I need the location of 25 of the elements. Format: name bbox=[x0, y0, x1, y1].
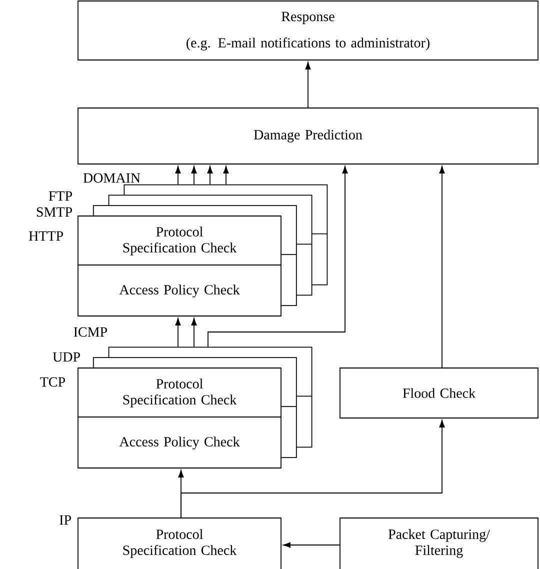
arrow bbox=[180, 420, 445, 518]
arrow bbox=[207, 166, 213, 185]
arrow bbox=[191, 318, 197, 348]
process-box: Flood Check bbox=[340, 368, 538, 418]
protocol-label: TCP bbox=[40, 377, 65, 387]
arrow bbox=[439, 166, 445, 368]
arrow bbox=[223, 166, 229, 185]
process-box: Response (e.g. E-mail notifications to administrator) bbox=[78, 0, 538, 60]
protocol-label: ICMP bbox=[74, 327, 107, 337]
protocol-label: IP bbox=[60, 515, 71, 525]
protocol-label: UDP bbox=[52, 352, 80, 362]
arrow bbox=[175, 318, 181, 348]
stacked-check-box: Protocol Specification Check Access Policy Check bbox=[78, 184, 328, 316]
process-box: Packet Capturing/ Filtering bbox=[340, 518, 538, 569]
protocol-label: SMTP bbox=[36, 207, 72, 217]
arrow bbox=[191, 166, 197, 185]
protocol-label: HTTP bbox=[28, 231, 63, 241]
process-box: Protocol Specification Check bbox=[78, 518, 282, 569]
arrow bbox=[283, 542, 340, 548]
protocol-label: FTP bbox=[48, 191, 72, 201]
arrow bbox=[208, 166, 348, 348]
protocol-label: DOMAIN bbox=[83, 173, 140, 183]
arrow bbox=[305, 62, 311, 108]
arrow bbox=[175, 166, 181, 185]
process-box: Damage Prediction bbox=[78, 108, 538, 164]
